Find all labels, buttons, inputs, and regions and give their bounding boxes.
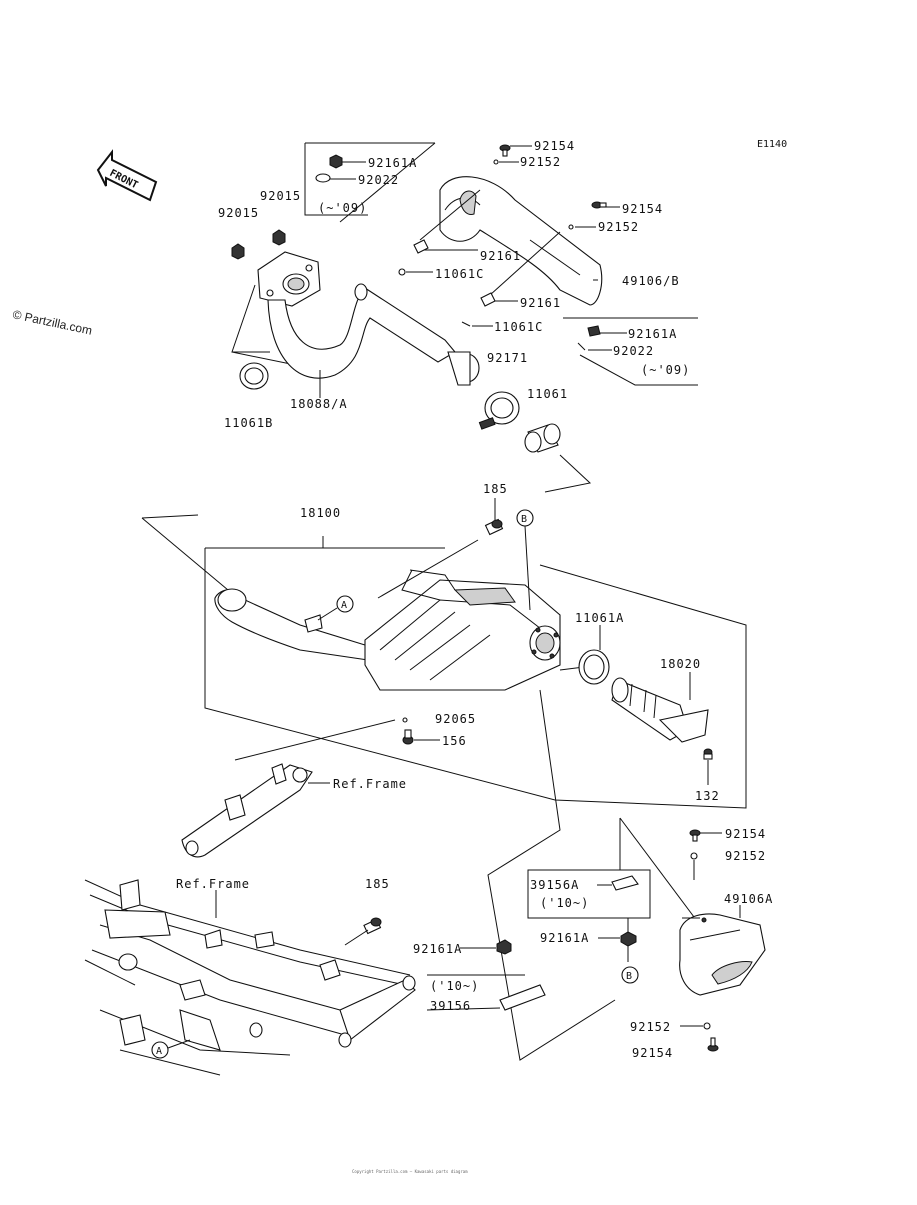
washer-92022-top — [315, 173, 331, 183]
label-11061b: 11061B — [224, 416, 273, 430]
nut-92161a-lower-right — [620, 931, 637, 947]
label-92015: 92015 — [218, 206, 259, 220]
label-92065: 92065 — [435, 712, 476, 726]
header-pipe-18088a — [267, 283, 480, 386]
label-92152: 92152 — [520, 155, 561, 169]
label-year-range: ('10~) — [540, 896, 589, 910]
label-92152: 92152 — [598, 220, 639, 234]
frame-bracket — [181, 763, 313, 858]
sleeve-11061 — [524, 423, 561, 453]
label-92022: 92022 — [613, 344, 654, 358]
label-92161a: 92161A — [628, 327, 677, 341]
label-92015: 92015 — [260, 189, 301, 203]
label-49106a: 49106A — [724, 892, 773, 906]
nut-92161a-39156 — [496, 939, 512, 955]
label-92154: 92154 — [632, 1046, 673, 1060]
callout-b-lower: B — [621, 966, 639, 984]
label-year-range: (~'09) — [318, 201, 367, 215]
spring-92022-right — [577, 342, 586, 351]
label-39156: 39156 — [430, 999, 471, 1013]
grommet-92161-upper — [413, 239, 429, 254]
label-39156a: 39156A — [530, 878, 579, 892]
callout-b-upper: B — [516, 509, 534, 527]
label-92161a: 92161A — [368, 156, 417, 170]
nut-92015-left — [231, 243, 245, 260]
collar-11061c-lower — [461, 321, 471, 327]
label-92161a: 92161A — [413, 942, 462, 956]
label-11061a: 11061A — [575, 611, 624, 625]
front-direction-badge: FRONT — [96, 149, 158, 202]
nut-92161a-right — [587, 325, 601, 337]
nut-92015-right — [272, 229, 286, 246]
svg-text:A: A — [341, 600, 347, 611]
label-year-range: (~'09) — [641, 363, 690, 377]
callout-a-upper: A — [336, 595, 354, 613]
heat-guard-49106a — [679, 913, 766, 996]
label-ref-frame: Ref.Frame — [333, 777, 407, 791]
exhaust-flange — [257, 251, 321, 307]
washer-92152-lower-a — [690, 852, 698, 860]
label-18100: 18100 — [300, 506, 341, 520]
svg-text:A: A — [156, 1046, 162, 1057]
bolt-156 — [402, 729, 414, 745]
label-18088a: 18088/A — [290, 397, 348, 411]
svg-text:B: B — [521, 514, 527, 525]
bolt-132 — [703, 748, 713, 760]
grommet-92161-lower — [480, 292, 496, 307]
label-185: 185 — [365, 877, 390, 891]
leader-line — [339, 142, 436, 223]
spark-arrestor-18020 — [611, 677, 709, 743]
label-92152: 92152 — [630, 1020, 671, 1034]
washer-92152-lower-b — [703, 1022, 711, 1030]
label-92161a: 92161A — [540, 931, 589, 945]
bracket-39156a — [611, 875, 639, 891]
label-92161: 92161 — [520, 296, 561, 310]
label-185: 185 — [483, 482, 508, 496]
label-92154: 92154 — [622, 202, 663, 216]
watermark: © Partzilla.com — [11, 307, 93, 338]
bracket-39156 — [499, 984, 546, 1011]
callout-a-lower: A — [151, 1041, 169, 1059]
label-11061c: 11061C — [435, 267, 484, 281]
label-18020: 18020 — [660, 657, 701, 671]
screw-92154-lower-a — [689, 829, 701, 842]
label-92154: 92154 — [534, 139, 575, 153]
label-11061c: 11061C — [494, 320, 543, 334]
footer-copyright: Copyright Partzilla.com — Kawasaki parts… — [352, 1169, 468, 1174]
label-92022: 92022 — [358, 173, 399, 187]
label-49106b: 49106/B — [622, 274, 680, 288]
label-92161: 92161 — [480, 249, 521, 263]
label-156: 156 — [442, 734, 467, 748]
screw-92154-right — [591, 201, 607, 209]
label-11061: 11061 — [527, 387, 568, 401]
washer-92152-top — [493, 159, 499, 165]
label-year-range: ('10~) — [430, 979, 479, 993]
label-132: 132 — [695, 789, 720, 803]
muffler-18100 — [214, 569, 561, 691]
collar-11061c-upper — [398, 268, 406, 276]
label-ref-frame: Ref.Frame — [176, 877, 250, 891]
washer-92152-right — [568, 224, 574, 230]
clamp-92171 — [478, 391, 520, 430]
label-92171: 92171 — [487, 351, 528, 365]
nut-92161a-top — [329, 154, 343, 169]
label-92152: 92152 — [725, 849, 766, 863]
washer-92065 — [402, 717, 408, 723]
svg-text:B: B — [626, 971, 632, 982]
bolt-185-upper — [484, 518, 504, 536]
screw-92154-lower-b — [707, 1037, 719, 1052]
heat-guard-49106b — [439, 176, 603, 306]
bolt-185-lower — [363, 917, 382, 935]
diagram-code: E1140 — [757, 139, 787, 150]
reference-frame — [84, 879, 416, 1076]
screw-92154-top — [499, 144, 511, 157]
gasket-11061b — [239, 362, 269, 390]
label-92154: 92154 — [725, 827, 766, 841]
gasket-11061a — [578, 649, 610, 685]
